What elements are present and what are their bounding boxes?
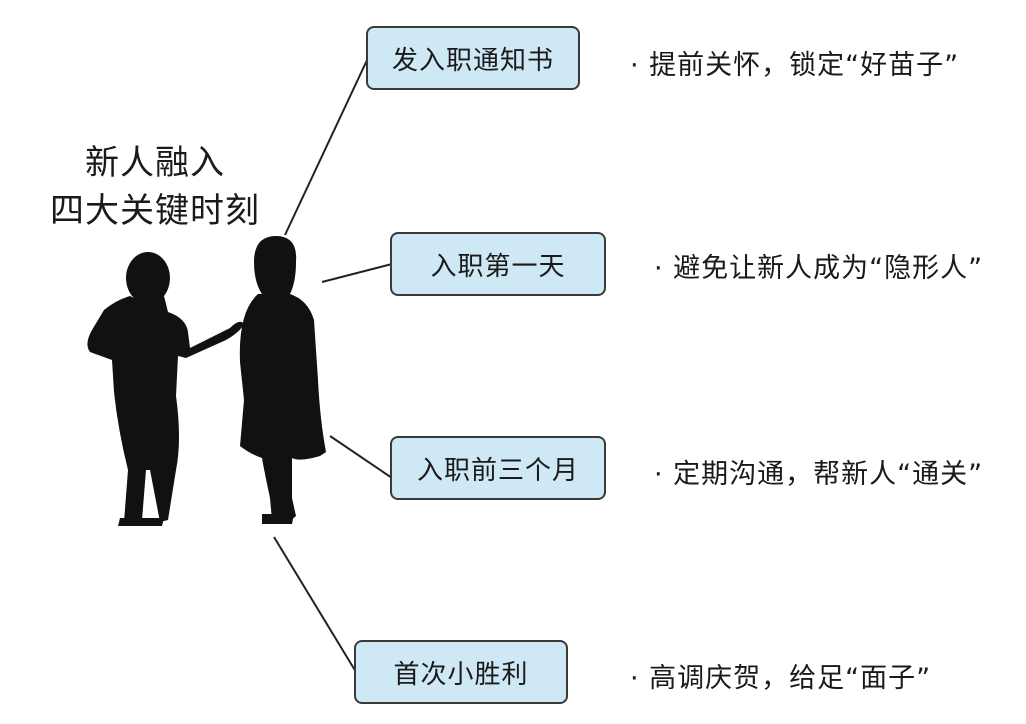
diagram-title-line-2: 四大关键时刻 <box>50 191 260 231</box>
moment-box-1: 发入职通知书 <box>366 26 580 90</box>
connector-line-4 <box>273 536 357 673</box>
moment-note-4: · 高调庆贺，给足“面子” <box>630 663 932 694</box>
moment-box-4: 首次小胜利 <box>354 640 568 704</box>
silhouette-person-right <box>239 236 326 524</box>
moment-note-1: · 提前关怀，锁定“好苗子” <box>630 50 960 81</box>
moment-note-2: · 避免让新人成为“隐形人” <box>654 253 984 284</box>
connector-line-2 <box>321 263 393 283</box>
moment-box-2: 入职第一天 <box>390 232 606 296</box>
diagram-title-line-1: 新人融入 <box>85 143 225 183</box>
connector-line-1 <box>284 57 369 236</box>
moment-note-3: · 定期沟通，帮新人“通关” <box>654 459 984 490</box>
silhouette-person-left <box>87 252 244 526</box>
connector-line-3 <box>329 435 393 479</box>
moment-box-3: 入职前三个月 <box>390 436 606 500</box>
